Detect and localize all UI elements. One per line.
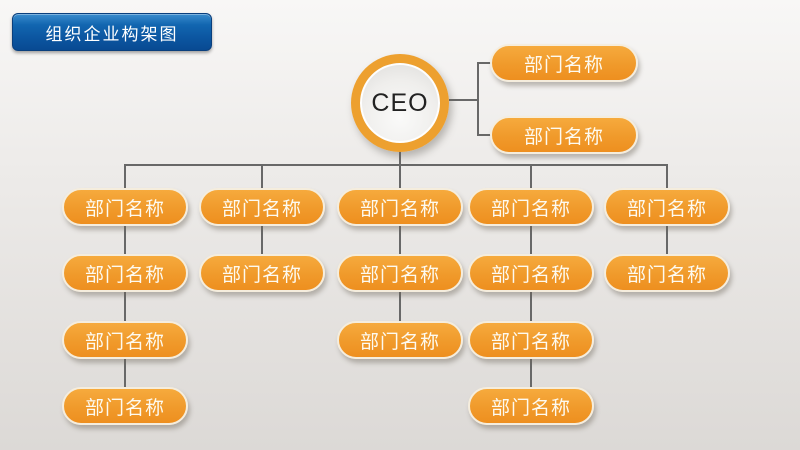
connector-line — [530, 164, 532, 189]
org-node: 部门名称 — [62, 188, 188, 226]
org-node-label: 部门名称 — [221, 198, 302, 220]
connector-line — [666, 164, 668, 189]
connector-line — [399, 292, 401, 321]
ceo-node: CEO — [351, 54, 449, 152]
connector-line — [530, 292, 532, 321]
connector-line — [124, 292, 126, 321]
connector-line — [399, 164, 401, 189]
org-node: 部门名称 — [199, 254, 325, 292]
org-node: 部门名称 — [468, 387, 594, 425]
org-node-side: 部门名称 — [490, 116, 638, 154]
connector-line — [477, 134, 491, 136]
org-node-label: 部门名称 — [626, 198, 707, 220]
connector-line — [124, 164, 126, 189]
org-node-label: 部门名称 — [626, 264, 707, 286]
org-node-label: 部门名称 — [84, 198, 165, 220]
connector-line — [666, 226, 668, 254]
org-node: 部门名称 — [468, 321, 594, 359]
connector-line — [530, 226, 532, 254]
connector-line — [449, 99, 478, 101]
connector-line — [261, 164, 263, 189]
org-node: 部门名称 — [199, 188, 325, 226]
page-title: 组织企业构架图 — [45, 24, 179, 44]
title-badge: 组织企业构架图 — [12, 13, 212, 51]
connector-line — [399, 150, 401, 165]
org-node-label: 部门名称 — [84, 331, 165, 353]
connector-line — [399, 226, 401, 254]
org-node: 部门名称 — [62, 387, 188, 425]
org-node: 部门名称 — [468, 254, 594, 292]
org-node-label: 部门名称 — [359, 198, 440, 220]
connector-line — [124, 358, 126, 387]
connector-line — [530, 358, 532, 387]
org-node: 部门名称 — [604, 254, 730, 292]
org-node: 部门名称 — [604, 188, 730, 226]
org-node-label: 部门名称 — [84, 397, 165, 419]
org-node-side: 部门名称 — [490, 44, 638, 82]
org-node-label: 部门名称 — [490, 331, 571, 353]
ceo-label: CEO — [371, 88, 429, 117]
org-node: 部门名称 — [337, 188, 463, 226]
connector-line — [125, 164, 668, 166]
org-node-label: 部门名称 — [490, 397, 571, 419]
org-node-label: 部门名称 — [523, 126, 604, 148]
org-node: 部门名称 — [62, 254, 188, 292]
org-node-label: 部门名称 — [490, 198, 571, 220]
org-node-label: 部门名称 — [84, 264, 165, 286]
connector-line — [477, 62, 491, 64]
org-node: 部门名称 — [468, 188, 594, 226]
org-node: 部门名称 — [337, 254, 463, 292]
connector-line — [124, 226, 126, 254]
connector-line — [261, 226, 263, 254]
org-node-label: 部门名称 — [359, 264, 440, 286]
org-node: 部门名称 — [337, 321, 463, 359]
org-node-label: 部门名称 — [221, 264, 302, 286]
connector-line — [477, 62, 479, 136]
org-node: 部门名称 — [62, 321, 188, 359]
org-node-label: 部门名称 — [359, 331, 440, 353]
org-node-label: 部门名称 — [490, 264, 571, 286]
org-node-label: 部门名称 — [523, 54, 604, 76]
